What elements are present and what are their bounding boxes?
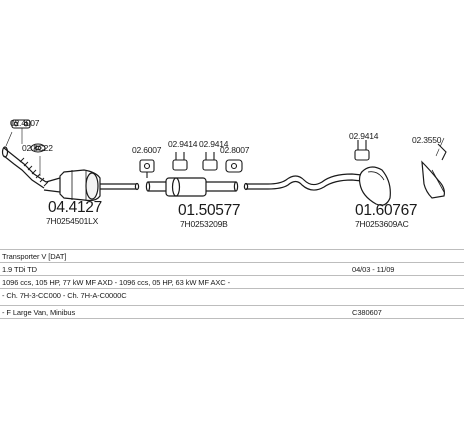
reference-number: C380607 [352, 308, 382, 317]
part-number: 01.60767 [355, 202, 418, 219]
clamp-icon [11, 119, 31, 129]
gasket-icon [30, 143, 46, 153]
oe-number: 7H0253609AC [355, 219, 409, 229]
part-number: 04.4127 [48, 199, 102, 216]
hanger-icon [172, 152, 188, 171]
front-pipe [3, 147, 47, 183]
mounting-rubber-icon [225, 159, 243, 173]
vehicle-body: - F Large Van, Minibus [2, 308, 76, 317]
vehicle-engine: 1.9 TDi TD [2, 265, 37, 274]
fitting-label: 02.8C22 [22, 143, 53, 153]
fitting-label: 02.8007 [220, 145, 250, 155]
table-row: - F Large Van, Minibus C380607 [0, 305, 464, 319]
connecting-pipe-1 [100, 183, 136, 190]
fitting-label: 02.4007 [10, 118, 40, 128]
fitting-label: 02.9414 [349, 131, 379, 141]
vehicle-years: 04/03 - 11/09 [352, 265, 395, 274]
hanger-icon [354, 140, 370, 161]
fitting-label: 02.3550 [412, 135, 442, 145]
bracket-icon [437, 143, 447, 161]
tail-trim [421, 160, 445, 199]
vehicle-chassis: - Ch. 7H-3-CC000 - Ch. 7H-A-C0000C [2, 291, 127, 300]
exhaust-diagram: 02.4007 02.8C22 02.6007 02.9414 02.9414 … [0, 100, 464, 250]
fitting-label: 02.9414 [199, 139, 229, 149]
fitting-label: 02.6007 [132, 145, 162, 155]
oe-number: 7H0253209B [180, 219, 228, 229]
table-row: 1.9 TDi TD 04/03 - 11/09 [0, 262, 464, 275]
table-row: 1096 ccs, 105 HP, 77 kW MF AXD - 1096 cc… [0, 275, 464, 288]
table-row: Transporter V [DAT] [0, 249, 464, 262]
exhaust-system-drawing [1, 119, 447, 206]
rear-pipe [246, 173, 373, 186]
part-number: 01.50577 [178, 202, 241, 219]
fitting-label: 02.9414 [168, 139, 198, 149]
vehicle-info-table: Transporter V [DAT] 1.9 TDi TD 04/03 - 1… [0, 249, 464, 319]
vehicle-model: Transporter V [DAT] [2, 252, 67, 261]
table-row: - Ch. 7H-3-CC000 - Ch. 7H-A-C0000C [0, 288, 464, 301]
flex-section [19, 157, 49, 187]
oe-number: 7H0254501LX [46, 216, 99, 226]
rear-silencer [358, 166, 391, 206]
mounting-rubber-icon [139, 159, 155, 178]
vehicle-spec: 1096 ccs, 105 HP, 77 kW MF AXD - 1096 cc… [2, 278, 230, 287]
hanger-icon [202, 152, 218, 171]
